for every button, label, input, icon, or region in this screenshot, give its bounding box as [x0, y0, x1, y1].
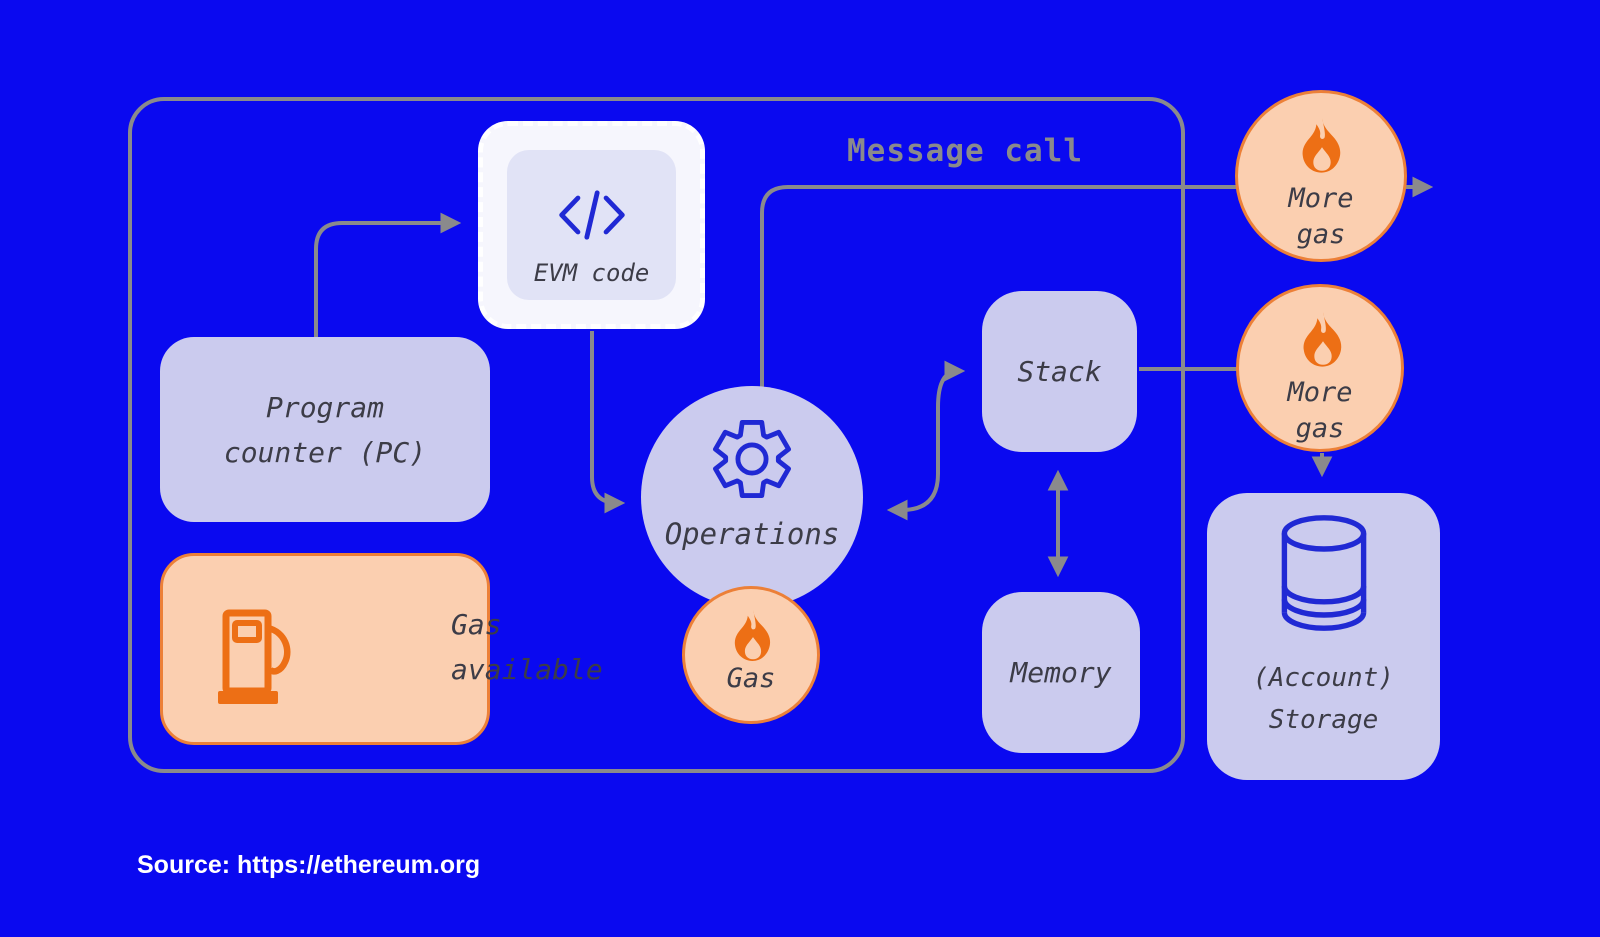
memory-label: Memory	[1010, 656, 1112, 689]
gas-available-label: Gas available	[451, 602, 603, 692]
gear-icon	[713, 420, 791, 498]
more-gas-middle-label-line2: gas	[1295, 413, 1345, 444]
program-counter-label-line1: Program	[265, 390, 384, 424]
operations-label: Operations	[664, 517, 840, 551]
account-storage-label-line1: (Account)	[1253, 663, 1394, 693]
flame-icon	[1302, 118, 1341, 173]
evm-code-inner-panel: EVM code	[507, 150, 676, 300]
code-icon	[558, 190, 625, 240]
node-more-gas-top: More gas	[1235, 90, 1407, 262]
node-more-gas-middle: More gas	[1236, 284, 1404, 452]
gas-label: Gas	[726, 663, 776, 694]
account-storage-label: (Account) Storage	[1207, 657, 1440, 741]
node-stack: Stack	[982, 291, 1137, 452]
account-storage-label-line2: Storage	[1268, 705, 1379, 735]
program-counter-label-line2: counter (PC)	[223, 435, 427, 469]
flame-icon	[734, 609, 771, 661]
more-gas-top-label-line2: gas	[1296, 219, 1346, 250]
stack-label: Stack	[1017, 355, 1102, 388]
more-gas-top-label-line1: More	[1288, 183, 1354, 214]
more-gas-top-label: More gas	[1238, 181, 1404, 253]
source-attribution: Source: https://ethereum.org	[137, 851, 481, 879]
more-gas-middle-label-line1: More	[1287, 377, 1353, 408]
evm-code-label: EVM code	[533, 259, 650, 287]
gas-pump-icon	[218, 609, 291, 704]
flame-icon	[1303, 312, 1342, 367]
node-gas: Gas	[682, 586, 820, 724]
gas-available-label-line1: Gas	[451, 608, 502, 641]
node-operations: Operations	[641, 386, 863, 608]
message-call-frame	[128, 97, 1185, 773]
more-gas-middle-label: More gas	[1239, 375, 1401, 447]
gas-available-label-line2: available	[451, 653, 603, 686]
node-gas-available: Gas available	[160, 553, 603, 745]
node-evm-code: EVM code	[478, 121, 705, 329]
node-account-storage: (Account) Storage	[1207, 493, 1440, 780]
node-program-counter: Program counter (PC)	[160, 337, 490, 522]
node-memory: Memory	[982, 592, 1140, 753]
database-icon	[1281, 515, 1367, 631]
message-call-title: Message call	[847, 133, 1083, 169]
